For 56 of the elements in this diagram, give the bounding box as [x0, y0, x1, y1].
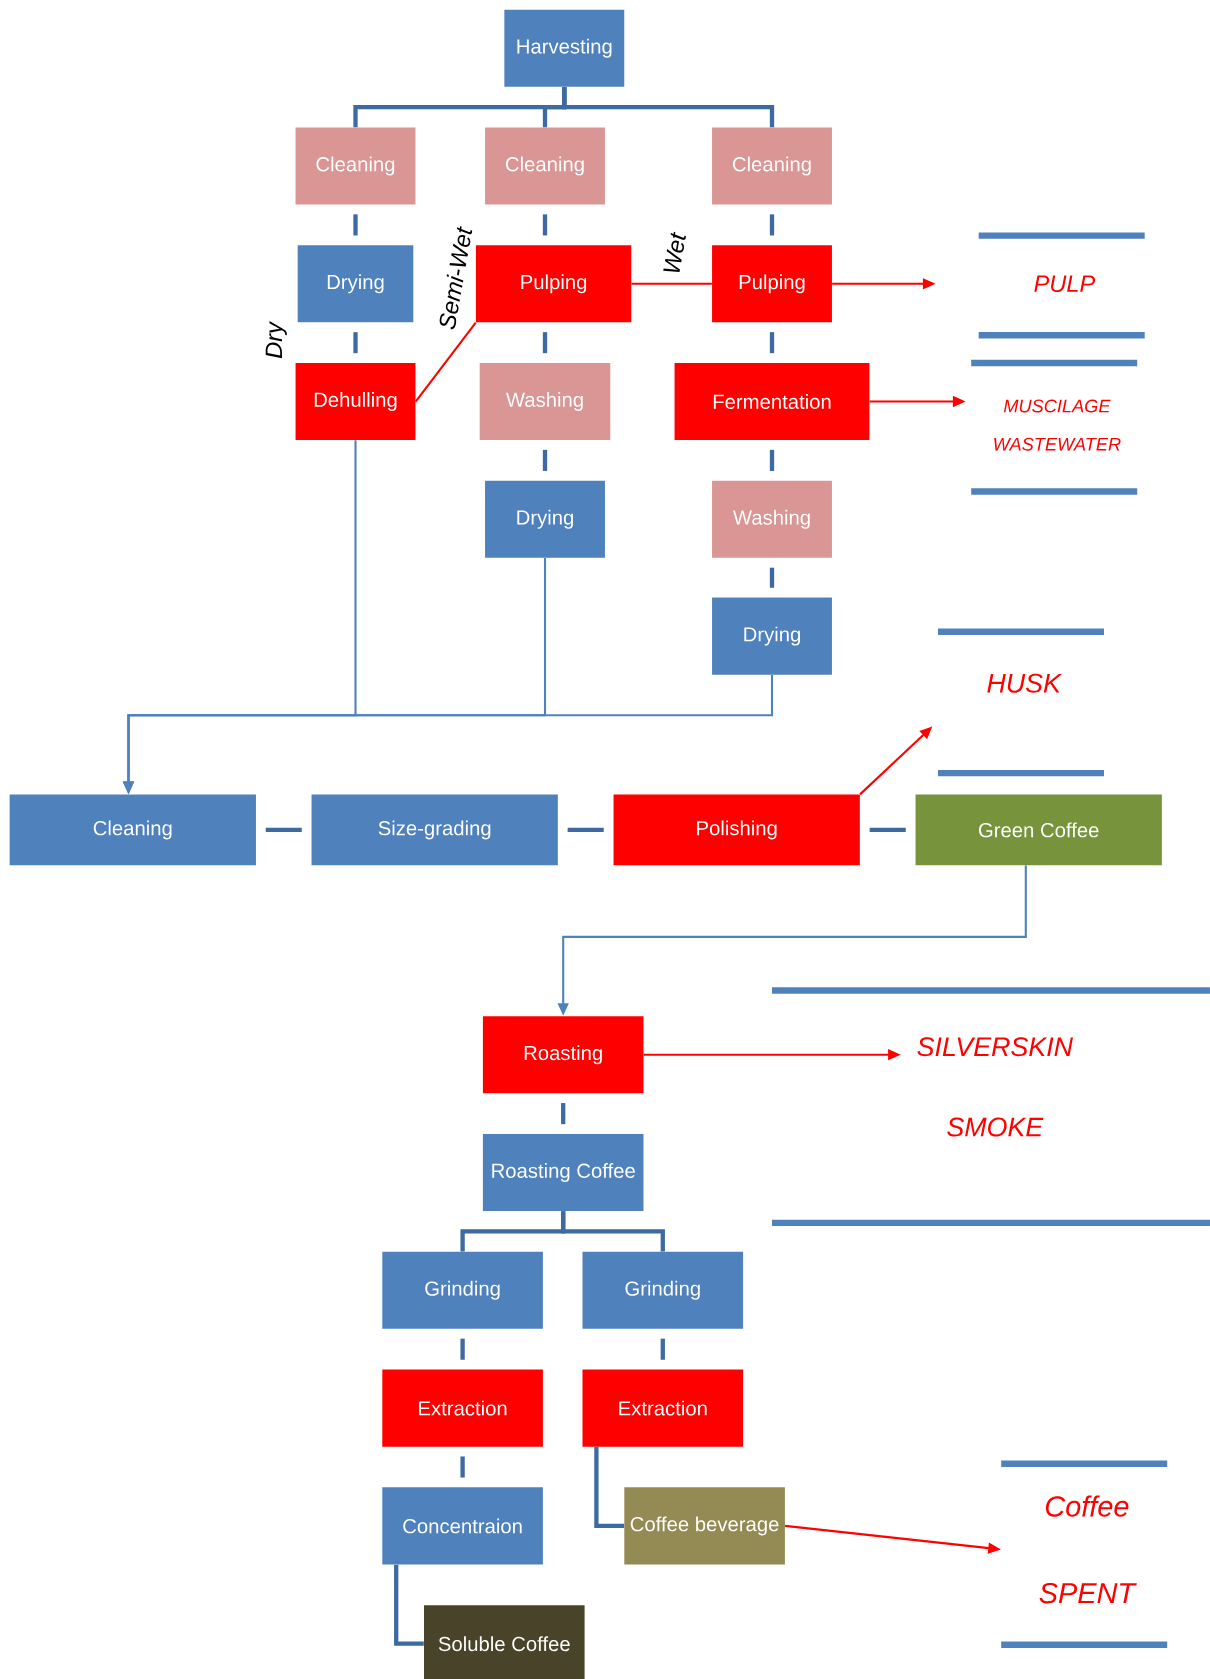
- connector-line: [769, 214, 775, 236]
- process-box: Green Coffee: [915, 794, 1162, 866]
- connector-line: [460, 1338, 465, 1360]
- connector-line: [394, 1564, 424, 1646]
- process-box: Cleaning: [485, 127, 605, 205]
- connector-line: [769, 332, 775, 354]
- process-box: Pulping: [712, 245, 832, 323]
- process-box: Fermentation: [674, 362, 870, 441]
- process-box: Harvesting: [504, 9, 625, 87]
- process-box: Cleaning: [295, 127, 416, 205]
- process-box: Extraction: [582, 1369, 744, 1447]
- connector-line: [567, 827, 604, 833]
- connector-line: [561, 1103, 566, 1125]
- connector-line: [660, 1338, 665, 1360]
- byproduct-label: MUSCILAGE WASTEWATER: [994, 399, 1121, 451]
- process-box: Roasting: [482, 1016, 644, 1094]
- process-box: Drying: [297, 245, 414, 323]
- process-box: Coffee beverage: [624, 1487, 785, 1565]
- connector-line: [542, 214, 548, 236]
- connector-line: [460, 1456, 465, 1478]
- process-box: Soluble Coffee: [424, 1605, 585, 1679]
- process-box: Pulping: [475, 245, 632, 323]
- process-box: Polishing: [613, 794, 860, 866]
- byproduct-label: SILVERSKIN SMOKE: [917, 1037, 1073, 1137]
- route-label: Semi-Wet: [439, 226, 473, 330]
- process-box: Size-grading: [311, 794, 558, 866]
- connector-line: [769, 449, 775, 471]
- process-box: Drying: [485, 480, 605, 558]
- connector-line: [353, 214, 358, 236]
- process-box: Extraction: [382, 1369, 543, 1447]
- process-box: Washing: [712, 480, 832, 558]
- connector-line: [869, 827, 906, 833]
- route-label: Wet: [663, 231, 686, 273]
- process-box: Washing: [479, 362, 611, 441]
- process-box: Roasting Coffee: [482, 1133, 644, 1212]
- byproduct-label: Coffee SPENT: [1039, 1495, 1137, 1604]
- connector-line: [542, 449, 548, 471]
- process-box: Cleaning: [712, 127, 832, 205]
- connector-line: [631, 282, 712, 285]
- connector-line: [562, 86, 775, 128]
- route-label: Dry: [265, 321, 287, 359]
- connector-line: [265, 827, 302, 833]
- process-box: Concentraion: [382, 1487, 543, 1565]
- connector-line: [561, 1211, 665, 1252]
- process-box: Grinding: [582, 1251, 744, 1329]
- connector-line: [594, 1446, 625, 1529]
- process-box: Drying: [712, 597, 832, 675]
- process-box: Dehulling: [295, 362, 416, 441]
- byproduct-label: HUSK: [987, 673, 1062, 693]
- process-box: Cleaning: [9, 794, 256, 866]
- connector-line: [542, 332, 548, 354]
- connector-line: [353, 332, 358, 354]
- connector-line: [769, 567, 775, 588]
- connector-line: [414, 321, 477, 403]
- process-box: Grinding: [382, 1251, 543, 1329]
- byproduct-label: PULP: [1034, 275, 1096, 293]
